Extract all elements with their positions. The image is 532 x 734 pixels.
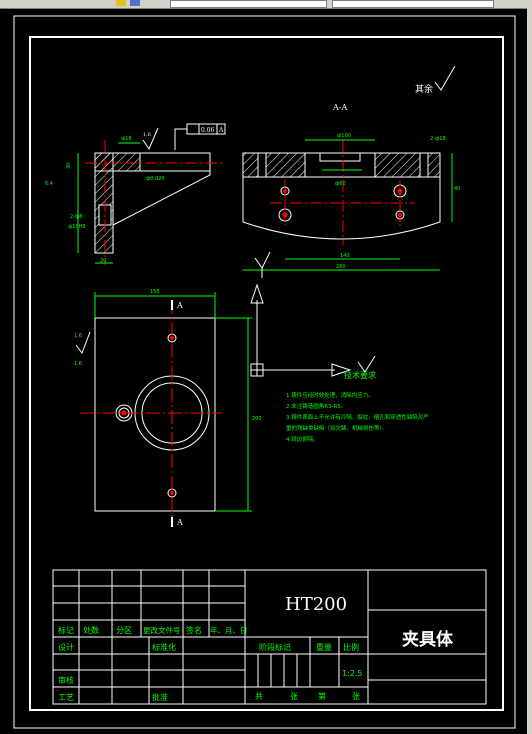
title-block: HT200 夹具体 标记 处数 分区 更改文件号 签名 年、月、日 设计 标准化… <box>52 569 487 705</box>
label-sheet-word: 张 <box>352 692 360 701</box>
dim-phi100: ф100 <box>337 133 351 139</box>
dim-width-top: 156 <box>150 289 160 295</box>
label-signature: 签名 <box>186 625 202 635</box>
svg-text:140: 140 <box>340 253 350 259</box>
part-name: 夹具体 <box>402 629 454 650</box>
plan-view: A A 156 200 1.6 1.6 <box>74 289 262 527</box>
svg-text:1.6: 1.6 <box>74 361 82 367</box>
dim-height-right: 200 <box>252 416 262 422</box>
label-stage-mark: 阶段标记 <box>259 642 291 652</box>
scrollbar-right[interactable] <box>527 8 532 734</box>
label-weight: 重量 <box>316 642 332 652</box>
material-text: HT200 <box>285 594 347 615</box>
label-count: 处数 <box>83 625 99 635</box>
label-mark: 标记 <box>58 625 74 635</box>
tech-req-2: 2.未注铸造圆角R3-R5。 <box>286 402 346 410</box>
label-approval: 批准 <box>152 692 168 702</box>
dim-phi60: ф60 <box>335 181 346 187</box>
svg-text:2-ф8: 2-ф8 <box>70 214 82 220</box>
scale-value: 1:2.5 <box>342 669 363 678</box>
svg-text:1.6: 1.6 <box>74 333 82 339</box>
svg-text:ф0.020: ф0.020 <box>146 176 165 182</box>
section-view: ф100 ф60 2-ф18 280 140 40 <box>242 133 460 271</box>
label-scale: 比例 <box>343 642 359 652</box>
roughness-note: 其余 <box>415 83 433 95</box>
tech-req-title: 技术要求 <box>344 370 376 380</box>
style-dropdown[interactable] <box>332 0 494 8</box>
window-toolbar-strip <box>0 0 532 9</box>
label-sheets-total: 共 <box>255 692 263 701</box>
svg-text:0.06: 0.06 <box>201 127 215 134</box>
label-process: 工艺 <box>58 693 74 702</box>
label-sheets-word: 张 <box>290 692 298 701</box>
label-reviewer: 审核 <box>58 675 74 685</box>
label-designer: 设计 <box>58 642 74 652</box>
tech-req-3: 3.铸件表面上不允许有冷隔、裂纹、缩孔和穿透性缺陷及严 <box>286 413 429 421</box>
view-label-a-bottom: A <box>176 518 183 527</box>
svg-text:ф18: ф18 <box>121 136 132 142</box>
ucs-icon <box>250 251 352 377</box>
label-change-doc: 更改文件号 <box>143 625 181 635</box>
svg-text:1.6: 1.6 <box>143 132 151 138</box>
svg-text:6.4: 6.4 <box>45 181 53 187</box>
tech-req-4: 重的残缺类缺陷（如欠铸、机械损伤等）。 <box>286 424 388 432</box>
toolbar-icon[interactable] <box>116 0 126 6</box>
label-date: 年、月、日 <box>210 625 248 635</box>
layer-dropdown[interactable] <box>170 0 327 8</box>
tech-req-1: 1.铸件应经时效处理，消除内应力。 <box>286 391 374 399</box>
svg-text:ф10H8: ф10H8 <box>68 224 86 230</box>
svg-text:20: 20 <box>100 258 106 264</box>
label-sheet-no: 第 <box>318 691 326 701</box>
svg-text:40: 40 <box>454 186 460 192</box>
side-view: ф18 30 6.4 2-ф8 ф10H8 ф0.020 20 0.06 A 1… <box>45 123 226 265</box>
svg-text:30: 30 <box>66 163 72 169</box>
outer-frame <box>13 15 516 729</box>
view-label-a-top: A <box>176 301 183 310</box>
label-standardization: 标准化 <box>152 642 176 652</box>
dim-width-section: 280 <box>336 264 346 270</box>
toolbar-icon[interactable] <box>130 0 140 6</box>
label-zone: 分区 <box>116 626 132 635</box>
inner-frame <box>29 36 504 711</box>
section-label: A-A <box>332 103 347 112</box>
dim-2x: 2-ф18 <box>430 136 446 142</box>
tech-req-5: 4.锐边倒钝。 <box>286 435 319 443</box>
roughness-symbol <box>434 65 456 91</box>
svg-text:A: A <box>218 127 224 134</box>
